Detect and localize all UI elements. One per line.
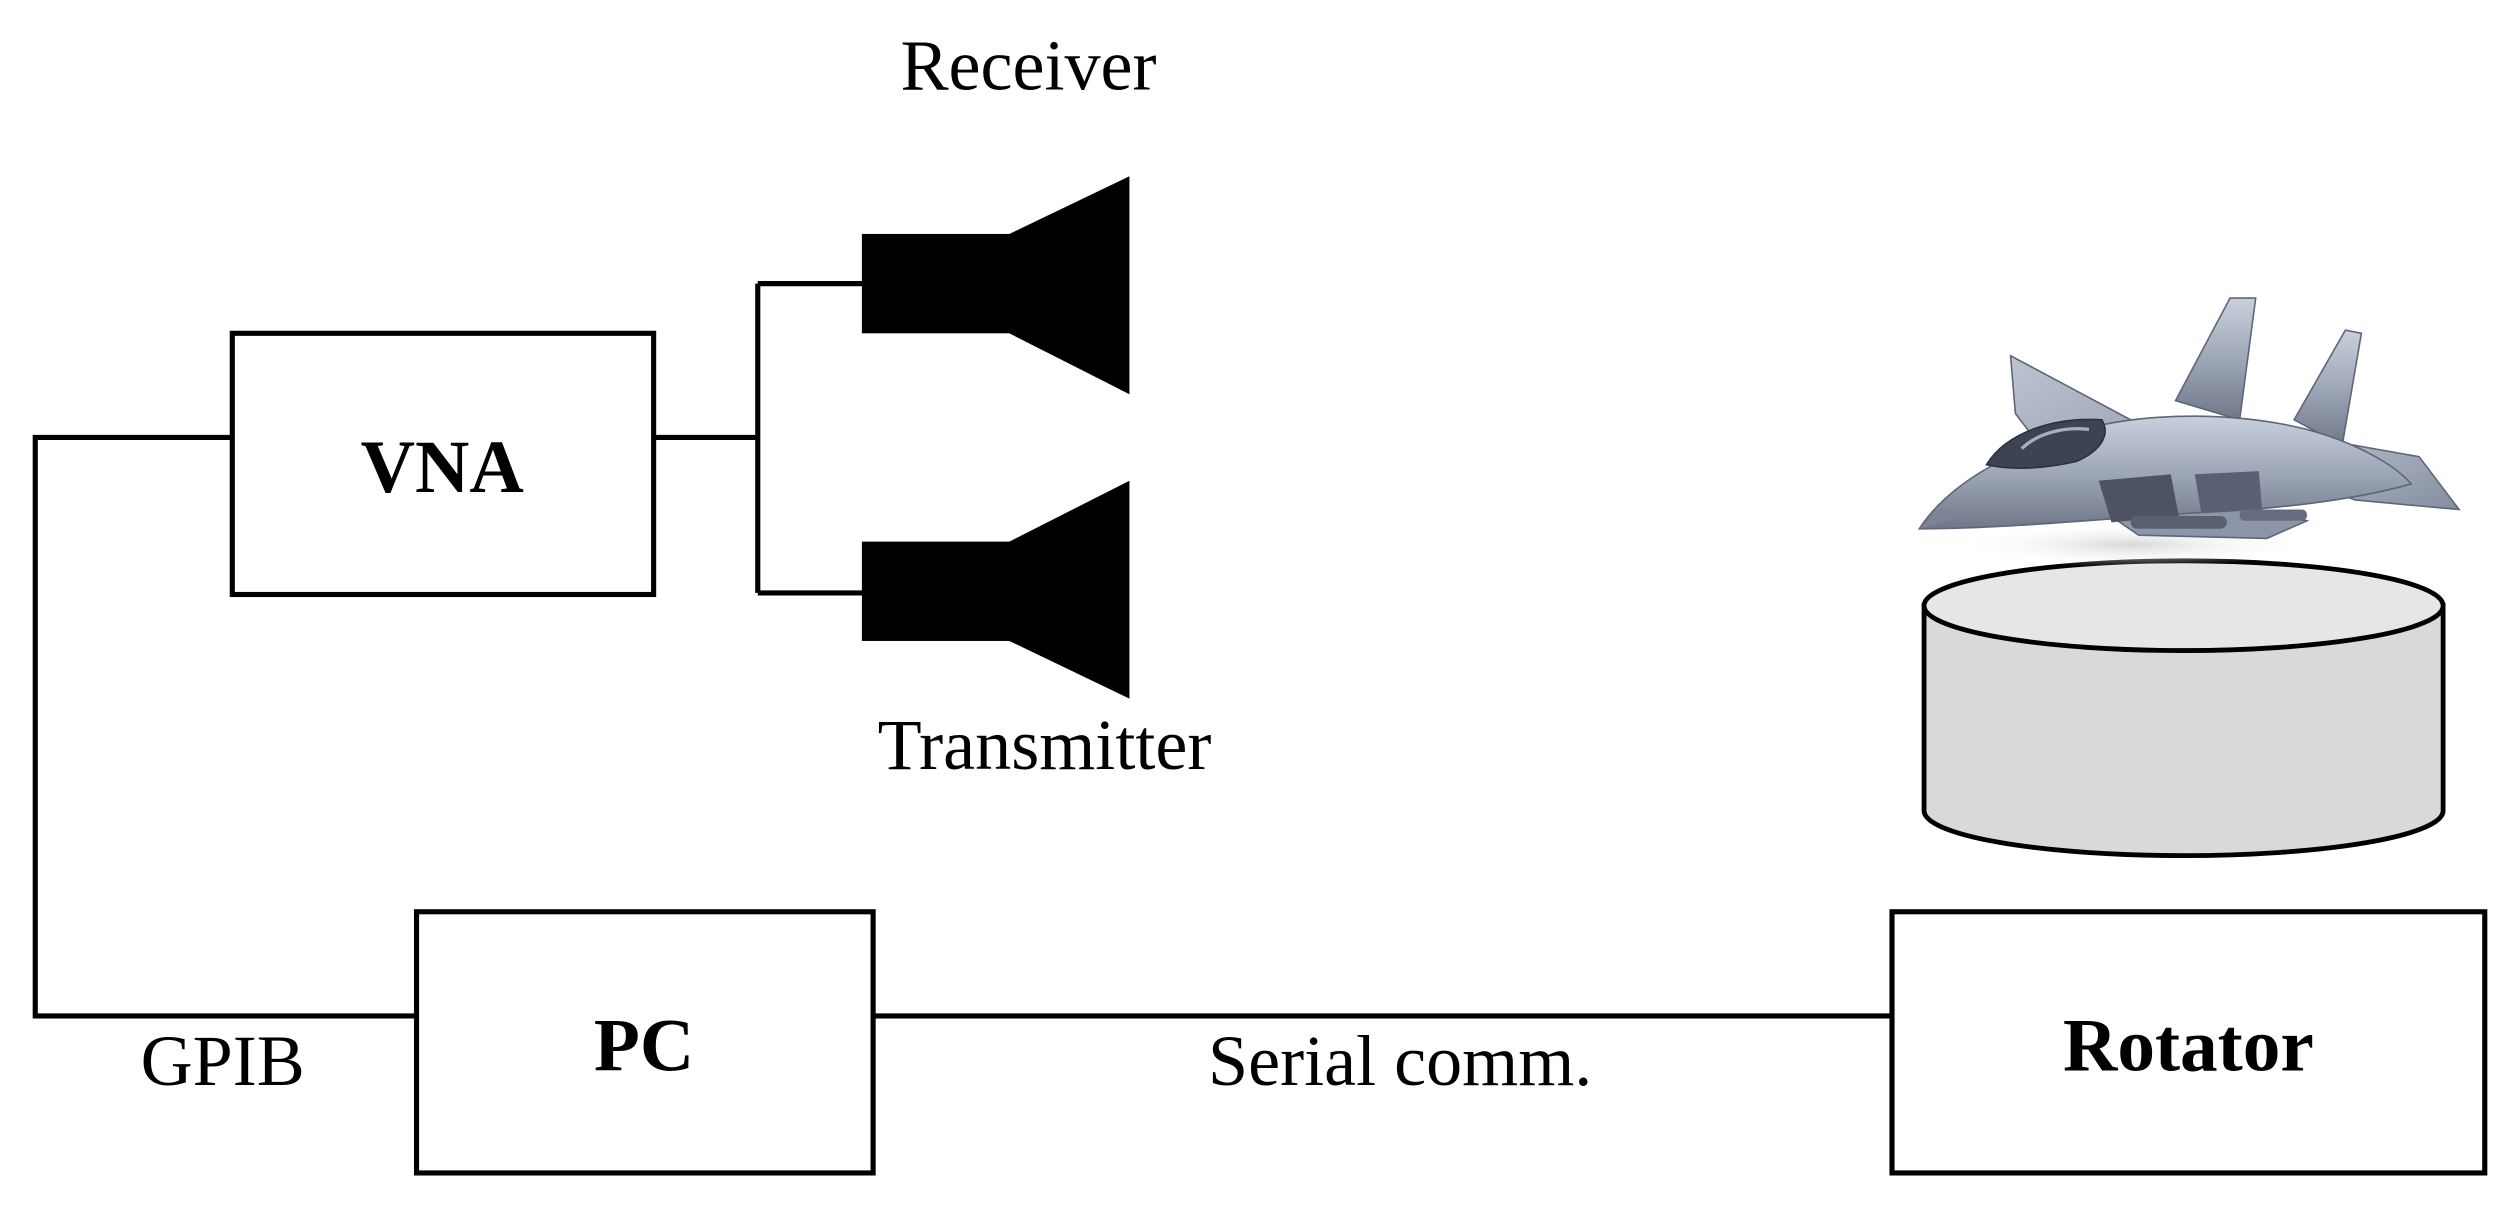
fighter-jet-icon [1917, 297, 2461, 568]
rotator-label: Rotator [2063, 1004, 2314, 1087]
vna-box [229, 330, 657, 598]
serial-comm-label: Serial comm. [1208, 1021, 1592, 1101]
receiver-horn-icon [861, 176, 1130, 395]
pc-block: PC [413, 909, 876, 1176]
pc-box [413, 909, 876, 1176]
pc-label: PC [594, 1004, 694, 1087]
turntable-cylinder-icon [1921, 558, 2446, 859]
vna-to-antennas-line [653, 281, 866, 596]
transmitter-label: Transmitter [878, 705, 1212, 785]
rotator-box [1889, 909, 2488, 1176]
gpib-line [32, 434, 417, 1019]
gpib-label: GPIB [141, 1021, 305, 1101]
transmitter-horn-icon [861, 480, 1130, 699]
connection-lines [32, 281, 1893, 1019]
receiver-label: Receiver [900, 26, 1156, 106]
vna-label: VNA [361, 426, 524, 509]
rotator-block: Rotator [1889, 909, 2488, 1176]
vna-block: VNA [229, 330, 657, 598]
